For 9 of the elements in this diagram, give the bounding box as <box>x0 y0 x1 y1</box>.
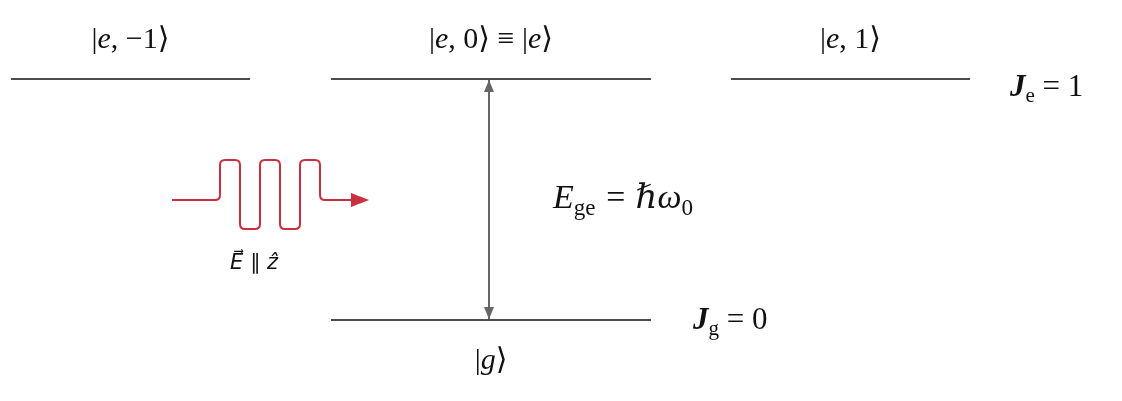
state-label: |e, 1⟩ <box>819 20 882 56</box>
edge-label: E$_{ge}$ = ℏω$_{0}$ <box>553 177 693 219</box>
state-label: |e, 0⟩ ≡ |e⟩ <box>429 20 553 56</box>
double-arrow <box>484 79 494 320</box>
quantum-number-label: J$_{e}$ = 1 <box>1010 67 1084 106</box>
state-label: |e, −1⟩ <box>91 20 170 56</box>
quantum-number-label: J$_{g}$ = 0 <box>693 300 768 339</box>
state-label: |g⟩ <box>474 341 508 377</box>
polarization-label: E⃗ ∥ ẑ <box>230 248 279 276</box>
